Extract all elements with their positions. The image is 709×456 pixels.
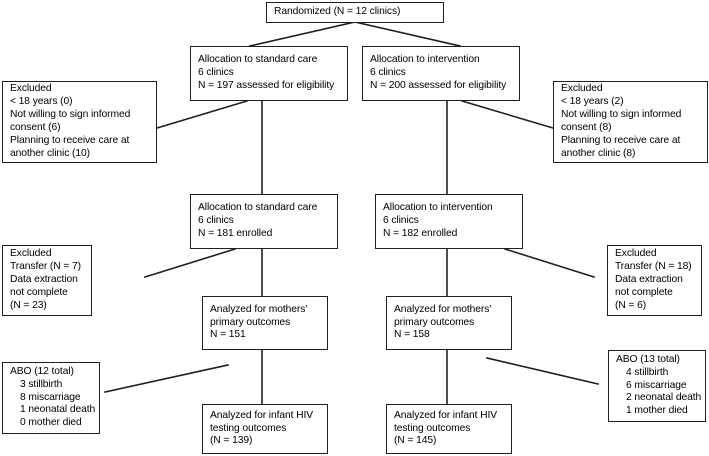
connector-randomized-to-standard [249,21,356,47]
node-excluded-left-mid-line-0: Excluded [10,248,52,260]
node-excluded-right-mid-line-0: Excluded [615,248,657,260]
node-excluded-right-top-line-2: Not willing to sign informed [561,109,682,121]
node-allocation-standard-top-line-0: Allocation to standard care [198,54,318,66]
node-analyzed-mothers-intervention-line-0: Analyzed for mothers’ [394,303,492,315]
node-excluded-left-top-line-1: < 18 years (0) [10,96,73,108]
node-excluded-right-mid-line-3: not complete [615,286,673,298]
connector-abo-left [104,364,229,393]
node-excluded-left-top-line-5: another clinic (10) [10,147,90,159]
node-analyzed-mothers-intervention-line-1: primary outcomes [394,316,475,328]
node-allocation-intervention-enrolled-line-2: N = 182 enrolled [383,227,458,239]
node-abo-standard-line-4: 0 mother died [20,417,82,429]
node-analyzed-infant-intervention-line-0: Analyzed for infant HIV [394,409,498,421]
node-analyzed-infant-intervention-line-2: (N = 145) [394,435,437,447]
node-analyzed-mothers-standard: Analyzed for mothers’ primary outcomes N… [202,296,328,350]
node-analyzed-mothers-intervention: Analyzed for mothers’ primary outcomes N… [386,296,512,350]
node-analyzed-mothers-standard-line-2: N = 151 [210,329,246,341]
node-allocation-intervention-top: Allocation to intervention 6 clinics N =… [362,46,520,101]
node-excluded-left-mid: Excluded Transfer (N = 7) Data extractio… [2,245,92,316]
node-analyzed-infant-intervention: Analyzed for infant HIV testing outcomes… [386,404,512,454]
node-excluded-left-top: Excluded < 18 years (0) Not willing to s… [2,81,157,163]
node-abo-standard-line-2: 8 miscarriage [20,391,81,403]
node-excluded-right-mid: Excluded Transfer (N = 18) Data extracti… [607,245,702,316]
node-excluded-left-top-line-4: Planning to receive care at [10,134,130,146]
node-excluded-right-top-line-5: another clinic (8) [561,147,636,159]
node-analyzed-mothers-intervention-line-2: N = 158 [394,329,430,341]
node-abo-intervention: ABO (13 total) 4 stillbirth 6 miscarriag… [608,350,706,422]
node-allocation-intervention-enrolled: Allocation to intervention 6 clinics N =… [375,194,523,249]
node-allocation-standard-enrolled-line-2: N = 181 enrolled [198,227,273,239]
node-randomized-line-0: Randomized (N = 12 clinics) [274,6,401,18]
connector-excluded-right-top [461,100,554,129]
node-analyzed-mothers-standard-line-0: Analyzed for mothers’ [210,303,308,315]
node-excluded-left-top-line-0: Excluded [10,83,52,95]
node-allocation-standard-enrolled: Allocation to standard care 6 clinics N … [190,194,338,249]
node-excluded-right-top-line-4: Planning to receive care at [561,134,681,146]
node-excluded-left-mid-line-2: Data extraction [10,274,78,286]
connector-excluded-left-mid [143,247,237,279]
node-allocation-standard-enrolled-line-1: 6 clinics [198,215,234,227]
node-allocation-intervention-enrolled-line-0: Allocation to intervention [383,202,493,214]
node-abo-intervention-line-1: 4 stillbirth [626,366,669,378]
node-excluded-left-top-line-3: consent (6) [10,122,61,133]
connector-excluded-right-mid [503,247,596,279]
node-excluded-right-mid-line-4: (N = 6) [615,299,647,311]
node-abo-standard-line-1: 3 stillbirth [20,378,63,390]
node-excluded-right-top-line-0: Excluded [561,83,603,95]
node-allocation-standard-top-line-1: 6 clinics [198,67,234,79]
node-randomized: Randomized (N = 12 clinics) [266,2,444,23]
node-abo-standard-line-3: 1 neonatal death [20,404,96,416]
node-abo-intervention-line-3: 2 neonatal death [626,392,702,404]
node-abo-intervention-line-4: 1 mother died [626,405,688,417]
node-abo-standard-line-0: ABO (12 total) [10,365,74,377]
node-allocation-intervention-top-line-2: N = 200 assessed for eligibility [370,79,507,91]
node-analyzed-infant-standard: Analyzed for infant HIV testing outcomes… [202,404,328,454]
node-allocation-intervention-enrolled-line-1: 6 clinics [383,215,419,227]
node-abo-intervention-line-0: ABO (13 total) [616,353,680,365]
node-abo-standard: ABO (12 total) 3 stillbirth 8 miscarriag… [2,362,100,434]
node-analyzed-mothers-standard-line-1: primary outcomes [210,316,291,328]
node-allocation-intervention-top-line-0: Allocation to intervention [370,54,480,66]
node-analyzed-infant-standard-line-0: Analyzed for infant HIV [210,409,314,421]
node-excluded-left-mid-line-3: not complete [10,286,68,298]
node-allocation-standard-enrolled-line-0: Allocation to standard care [198,202,318,214]
node-excluded-right-top-line-1: < 18 years (2) [561,96,624,108]
connector-randomized-to-intervention [354,21,461,47]
node-excluded-left-mid-line-1: Transfer (N = 7) [10,261,81,273]
node-analyzed-infant-intervention-line-1: testing outcomes [394,422,471,434]
node-allocation-standard-top-line-2: N = 197 assessed for eligibility [198,79,335,91]
node-allocation-intervention-top-line-1: 6 clinics [370,67,406,79]
node-excluded-right-top: Excluded < 18 years (2) Not willing to s… [553,81,708,163]
node-excluded-right-mid-line-2: Data extraction [615,274,683,286]
node-excluded-left-top-line-2: Not willing to sign informed [10,109,131,121]
node-analyzed-infant-standard-line-2: (N = 139) [210,435,253,447]
node-excluded-right-top-line-3: consent (8) [561,122,612,133]
node-abo-intervention-line-2: 6 miscarriage [626,379,687,391]
node-allocation-standard-top: Allocation to standard care 6 clinics N … [190,46,348,101]
node-analyzed-infant-standard-line-1: testing outcomes [210,422,287,434]
connector-excluded-left-top [156,100,248,129]
node-excluded-left-mid-line-4: (N = 23) [10,299,47,311]
connector-abo-right [486,357,599,385]
node-excluded-right-mid-line-1: Transfer (N = 18) [615,261,692,273]
